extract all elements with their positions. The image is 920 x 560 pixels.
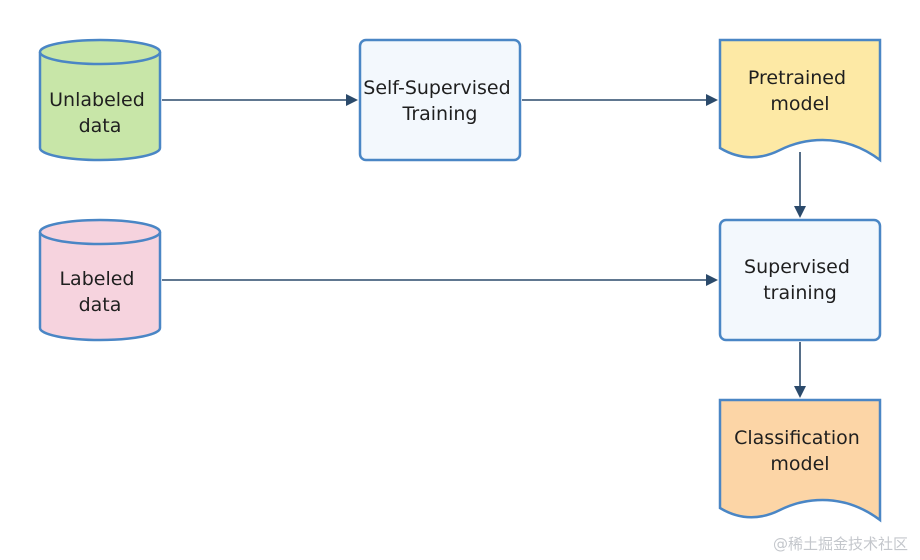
pretrained-model-document-shape: [718, 38, 882, 163]
svg-text:Self-Supervised Training: Self-Supervised Training: [363, 77, 516, 125]
self-supervised-training-label-line2: Training: [402, 103, 478, 125]
svg-text:Pretrained model: Pretrained model: [748, 67, 852, 115]
unlabeled-data-node: Unlabeled data: [38, 38, 162, 162]
classification-model-node: Classification model: [718, 398, 882, 523]
unlabeled-data-cylinder-top: [38, 38, 162, 66]
unlabeled-data-cylinder-body: [38, 52, 162, 162]
pretrained-model-label-line2: model: [770, 93, 829, 115]
labeled-data-node: Labeled data: [38, 218, 162, 342]
supervised-training-box: [718, 218, 882, 342]
self-supervised-training-box: [358, 38, 522, 162]
self-supervised-training-label-line1: Self-Supervised: [363, 77, 510, 99]
classification-model-label-line1: Classification: [734, 427, 860, 449]
self-supervised-training-node: Self-Supervised Training: [358, 38, 522, 162]
unlabeled-data-label-line2: data: [79, 115, 122, 137]
labeled-data-label-line2: data: [79, 294, 122, 316]
classification-model-document-shape: [718, 398, 882, 523]
supervised-training-label-line2: training: [763, 282, 837, 304]
classification-model-label-line2: model: [770, 453, 829, 475]
watermark-text: @稀土掘金技术社区: [772, 535, 908, 553]
labeled-data-cylinder-body: [38, 232, 162, 342]
pretrained-model-label-line1: Pretrained: [748, 67, 846, 89]
supervised-training-label-line1: Supervised: [744, 256, 850, 278]
pretrained-model-node: Pretrained model: [718, 38, 882, 163]
svg-text:Classification model: Classification model: [734, 427, 866, 475]
labeled-data-cylinder-top: [38, 218, 162, 246]
svg-text:Unlabeled data: Unlabeled data: [49, 89, 151, 137]
svg-text:Labeled data: Labeled data: [59, 268, 140, 316]
supervised-training-node: Supervised training: [718, 218, 882, 342]
unlabeled-data-label-line1: Unlabeled: [49, 89, 145, 111]
labeled-data-label-line1: Labeled: [59, 268, 134, 290]
svg-text:Supervised training: Supervised training: [744, 256, 856, 304]
